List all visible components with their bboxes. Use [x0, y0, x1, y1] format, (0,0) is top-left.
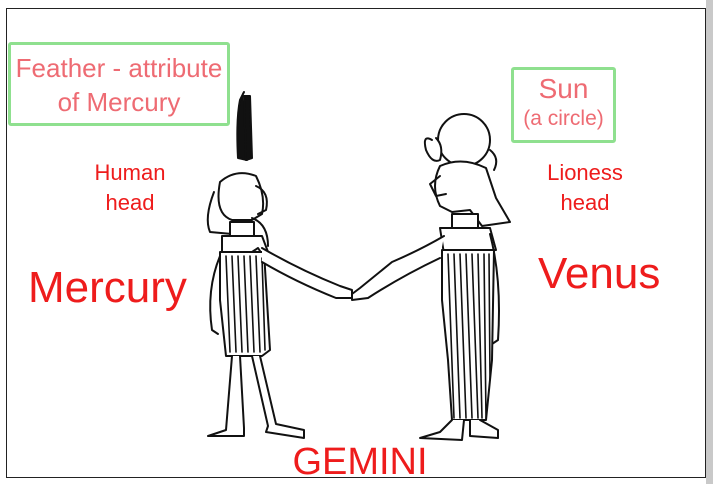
human-head-label: Human head [82, 158, 178, 218]
sun-note: (a circle) [514, 106, 613, 132]
feather-callout-box: Feather - attribute of Mercury [8, 42, 230, 126]
feather-label-line1: Feather - attribute [11, 51, 227, 85]
lioness-label-line2: head [537, 188, 633, 218]
lioness-head-label: Lioness head [537, 158, 633, 218]
mercury-figure [208, 173, 352, 438]
venus-label: Venus [538, 248, 660, 300]
gemini-title: GEMINI [280, 440, 440, 484]
venus-figure [352, 114, 510, 440]
lioness-label-line1: Lioness [537, 158, 633, 188]
mercury-label: Mercury [28, 262, 187, 314]
sun-disc-icon [438, 114, 490, 166]
sun-callout-box: Sun (a circle) [511, 67, 616, 143]
human-label-line2: head [82, 188, 178, 218]
human-label-line1: Human [82, 158, 178, 188]
sun-label: Sun [514, 72, 613, 106]
feather-label-line2: of Mercury [11, 85, 227, 119]
